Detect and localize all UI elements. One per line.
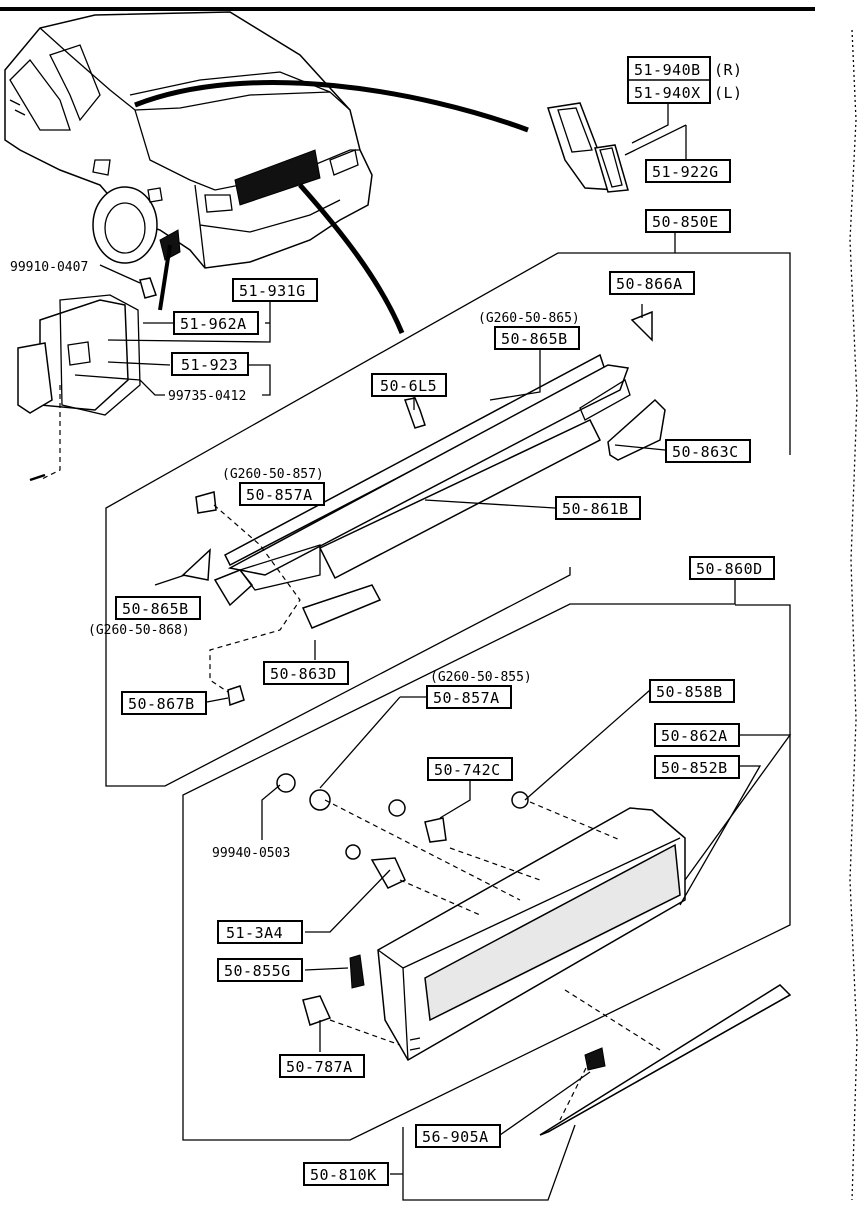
label-box-50-857A-bottom bbox=[426, 685, 512, 709]
leader-curve-middle bbox=[298, 183, 405, 334]
dash-50-857A bbox=[209, 504, 301, 693]
label-51-962A: 51-962A bbox=[180, 315, 247, 333]
label-box-50-867B bbox=[121, 691, 207, 715]
label-50-850E: 50-850E bbox=[652, 213, 719, 231]
label-g260-50-855: (G260-50-855) bbox=[430, 670, 532, 685]
label-box-50-787A bbox=[279, 1054, 365, 1078]
label-side-R: (R) bbox=[714, 61, 743, 79]
label-box-50-742C bbox=[427, 757, 513, 781]
label-50-852B: 50-852B bbox=[661, 759, 728, 777]
leader-lines bbox=[74, 264, 792, 1201]
label-51-940X: 51-940X bbox=[634, 84, 701, 102]
label-box-50-6L5 bbox=[371, 373, 447, 397]
label-box-50-810K bbox=[303, 1162, 389, 1186]
label-56-905A: 56-905A bbox=[422, 1128, 489, 1146]
label-50-855G: 50-855G bbox=[224, 962, 291, 980]
label-box-50-865B-top bbox=[494, 326, 580, 350]
car-illustration bbox=[4, 11, 373, 269]
label-50-861B: 50-861B bbox=[562, 500, 629, 518]
label-50-810K: 50-810K bbox=[310, 1166, 377, 1184]
label-51-931G: 51-931G bbox=[239, 282, 306, 300]
label-50-865B-top: 50-865B bbox=[501, 330, 568, 348]
bracket-50-850E bbox=[105, 232, 791, 787]
label-box-50-865B-bottom bbox=[115, 596, 201, 620]
label-g260-50-857: (G260-50-857) bbox=[222, 467, 324, 482]
label-50-866A: 50-866A bbox=[616, 275, 683, 293]
mudflap-assembly bbox=[547, 102, 629, 193]
label-99940-0503: 99940-0503 bbox=[212, 846, 290, 861]
bracket-50-860D bbox=[182, 580, 791, 1141]
label-50-863C: 50-863C bbox=[672, 443, 739, 461]
label-50-867B: 50-867B bbox=[128, 695, 195, 713]
label-g260-50-868: (G260-50-868) bbox=[88, 623, 190, 638]
page-edge bbox=[849, 29, 858, 1201]
label-51-922G: 51-922G bbox=[652, 163, 719, 181]
dash-bumper bbox=[324, 799, 661, 1121]
upper-garnish bbox=[181, 310, 666, 707]
label-50-742C: 50-742C bbox=[434, 761, 501, 779]
label-50-862A: 50-862A bbox=[661, 727, 728, 745]
label-box-50-857A-top bbox=[239, 482, 325, 506]
leader-curve-top bbox=[134, 80, 529, 133]
label-99910-0407: 99910-0407 bbox=[10, 260, 88, 275]
label-50-6L5: 50-6L5 bbox=[380, 377, 437, 395]
label-box-50-862A bbox=[654, 723, 740, 747]
label-box-51-962A bbox=[173, 311, 259, 335]
label-box-50-852B bbox=[654, 755, 740, 779]
label-box-50-863D bbox=[263, 661, 349, 685]
leader-mudflap bbox=[624, 124, 687, 156]
label-box-50-850E bbox=[645, 209, 731, 233]
label-g260-50-865: (G260-50-865) bbox=[478, 311, 580, 326]
label-box-50-855G bbox=[217, 958, 303, 982]
label-50-857A-bottom: 50-857A bbox=[433, 689, 500, 707]
label-box-51-931G bbox=[232, 278, 318, 302]
label-50-863D: 50-863D bbox=[270, 665, 337, 683]
label-50-865B-bottom: 50-865B bbox=[122, 600, 189, 618]
label-side-L: (L) bbox=[714, 84, 743, 102]
label-box-51-3A4 bbox=[217, 920, 303, 944]
label-box-51-923 bbox=[171, 352, 249, 376]
label-99735-0412: 99735-0412 bbox=[168, 389, 246, 404]
label-51-940B: 51-940B bbox=[634, 61, 701, 79]
label-box-50-860D bbox=[689, 556, 775, 580]
label-51-3A4: 51-3A4 bbox=[226, 924, 283, 942]
label-box-56-905A bbox=[415, 1124, 501, 1148]
rear-bumper bbox=[276, 773, 792, 1136]
label-box-51-922G bbox=[645, 159, 731, 183]
label-51-923: 51-923 bbox=[181, 356, 238, 374]
label-50-787A: 50-787A bbox=[286, 1058, 353, 1076]
leader-51-940 bbox=[631, 95, 669, 144]
label-box-50-863C bbox=[665, 439, 751, 463]
dash-side-screw bbox=[39, 385, 61, 481]
leader-curve-left bbox=[158, 244, 172, 311]
label-box-50-861B bbox=[555, 496, 641, 520]
label-50-857A-top: 50-857A bbox=[246, 486, 313, 504]
side-cover-parts bbox=[17, 277, 157, 482]
label-50-860D: 50-860D bbox=[696, 560, 763, 578]
label-box-50-858B bbox=[649, 679, 735, 703]
label-box-50-866A bbox=[609, 271, 695, 295]
label-50-858B: 50-858B bbox=[656, 683, 723, 701]
